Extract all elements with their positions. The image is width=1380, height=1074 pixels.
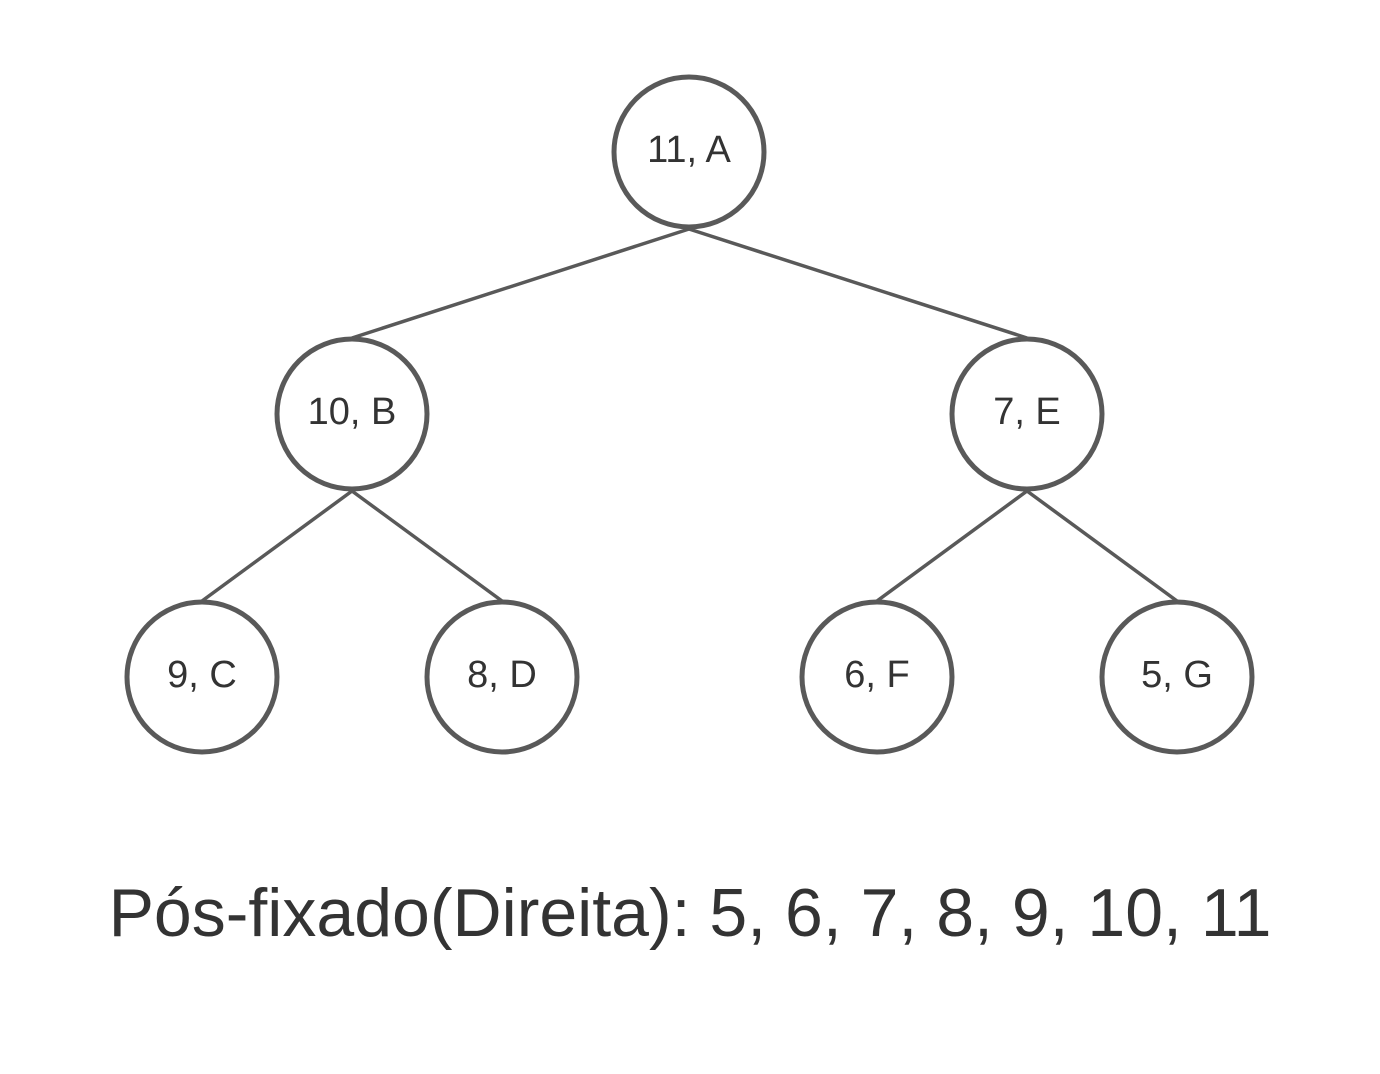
node-label: 5, G xyxy=(1141,654,1213,696)
node-label: 8, D xyxy=(467,654,537,696)
edge-e-g xyxy=(1025,489,1179,603)
tree-node-b: 10, B xyxy=(274,336,430,492)
node-circle xyxy=(1099,599,1255,755)
tree-nodes: 11, A 10, B 7, E 9, C 8, D 6, F 5, G xyxy=(124,74,1255,755)
node-label: 9, C xyxy=(167,654,237,696)
traversal-caption: Pós-fixado(Direita): 5, 6, 7, 8, 9, 10, … xyxy=(108,875,1272,951)
node-label: 10, B xyxy=(308,391,397,433)
tree-node-f: 6, F xyxy=(799,599,955,755)
node-circle xyxy=(799,599,955,755)
node-circle xyxy=(611,74,767,230)
node-circle xyxy=(424,599,580,755)
tree-node-a: 11, A xyxy=(611,74,767,230)
edge-b-c xyxy=(200,489,354,603)
node-label: 6, F xyxy=(844,654,909,696)
tree-node-e: 7, E xyxy=(949,336,1105,492)
node-label: 7, E xyxy=(993,391,1061,433)
node-label: 11, A xyxy=(647,129,731,171)
edge-e-f xyxy=(875,489,1029,603)
node-circle xyxy=(949,336,1105,492)
tree-node-c: 9, C xyxy=(124,599,280,755)
node-circle xyxy=(124,599,280,755)
edge-a-e xyxy=(688,227,1028,340)
tree-node-d: 8, D xyxy=(424,599,580,755)
node-circle xyxy=(274,336,430,492)
tree-edges xyxy=(200,227,1179,603)
edge-b-d xyxy=(350,489,504,603)
edge-a-b xyxy=(351,227,690,340)
tree-node-g: 5, G xyxy=(1099,599,1255,755)
